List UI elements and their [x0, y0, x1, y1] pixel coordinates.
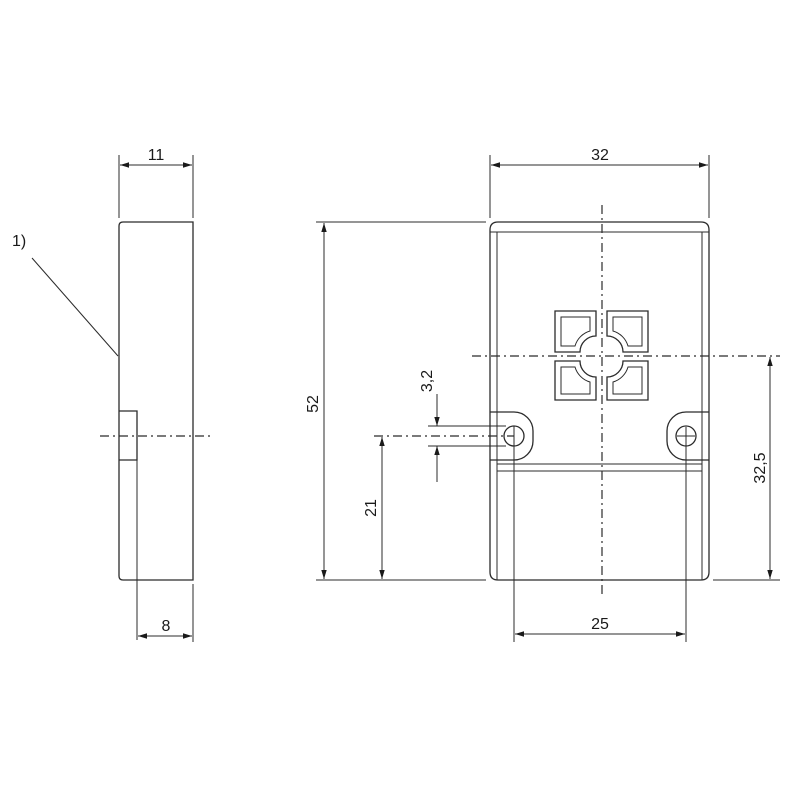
led-quadrant-bottom-right — [606, 360, 649, 401]
dim-3-2-label: 3,2 — [419, 370, 436, 392]
front-view: 32 52 3,2 21 32,5 25 — [305, 147, 780, 642]
dim-25-label: 25 — [591, 616, 609, 633]
front-view-body — [489, 221, 710, 581]
led-inner-bottom-right — [612, 366, 643, 395]
side-view-body — [118, 221, 194, 581]
led-inner-top-right — [612, 316, 643, 347]
side-view-notch — [119, 410, 138, 461]
led-quadrant-bottom-left — [554, 360, 597, 401]
callout-leader — [31, 257, 119, 357]
led-window — [554, 310, 649, 401]
dim-8-label: 8 — [162, 618, 171, 635]
dim-52-label: 52 — [305, 395, 322, 413]
led-quadrant-top-right — [606, 310, 649, 353]
mounting-lug-left — [490, 411, 534, 461]
dim-32-label: 32 — [591, 147, 609, 164]
led-quadrant-top-left — [554, 310, 597, 353]
led-inner-bottom-left — [560, 366, 591, 395]
side-view: 11 8 1) — [12, 147, 212, 642]
callout-label: 1) — [12, 233, 26, 250]
led-inner-top-left — [560, 316, 591, 347]
dim-11-label: 11 — [148, 147, 165, 164]
dim-32-5-label: 32,5 — [752, 452, 769, 483]
dim-21-label: 21 — [363, 499, 380, 517]
mounting-lug-right — [666, 411, 709, 461]
